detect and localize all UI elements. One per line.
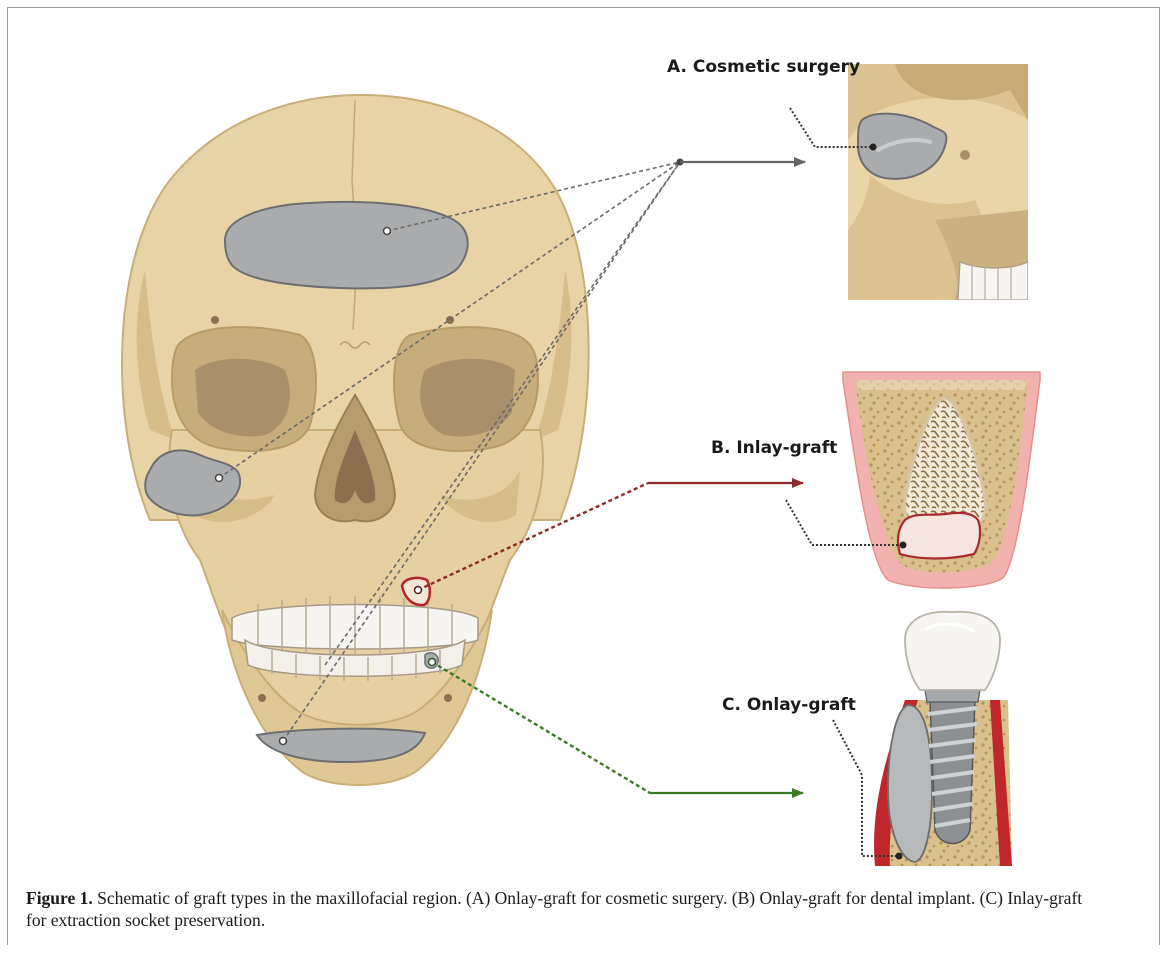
figure-caption: Figure 1. Schematic of graft types in th…: [26, 887, 1106, 931]
forehead-graft: [225, 202, 468, 288]
label-a: A. Cosmetic surgery: [667, 57, 860, 77]
panel-c-graft: [888, 705, 932, 862]
caption-text: Schematic of graft types in the maxillof…: [26, 888, 1082, 930]
skull: [122, 95, 589, 785]
caption-lead: Figure 1.: [26, 888, 93, 908]
panel-a-cosmetic: [790, 64, 1028, 300]
panel-b-graft: [898, 513, 980, 559]
label-b: B. Inlay-graft: [711, 438, 837, 458]
label-c: C. Onlay-graft: [722, 695, 856, 715]
panel-b-inlay: [786, 372, 1040, 588]
panel-c-onlay: [833, 612, 1012, 866]
